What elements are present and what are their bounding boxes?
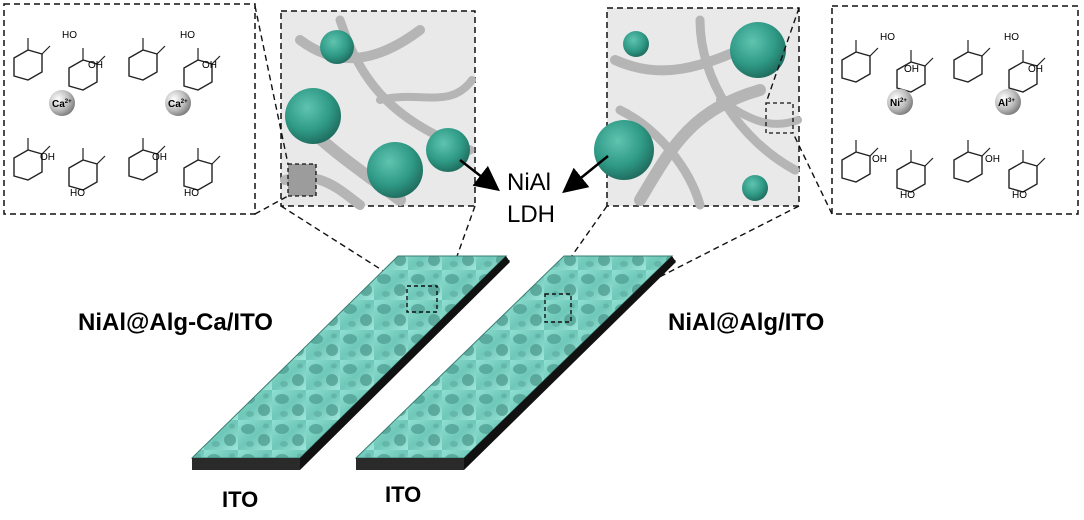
group-oh: OH — [88, 60, 103, 71]
group-oh: OH — [40, 152, 55, 163]
right-ito-slide — [354, 255, 676, 470]
ca-ion-sphere — [49, 90, 75, 116]
group-oh: OH — [985, 154, 1000, 165]
al-ion-label: Al3+ — [998, 98, 1015, 109]
right-structure-panel: HO HO OH OH OH OH HO HO Ni2+ Al3+ — [831, 5, 1079, 215]
left-structure-panel: HO HO OH OH OH OH HO HO Ca2+ Ca2+ — [3, 3, 256, 215]
group-ho: HO — [900, 190, 915, 201]
ito-label-right: ITO — [385, 482, 421, 507]
al-ion-sphere — [995, 89, 1021, 115]
arrow-right-icon — [562, 155, 609, 194]
slide-zoom-marker — [544, 293, 572, 323]
right-slide-label: NiAl@Alg/ITO — [668, 309, 824, 336]
ldh-label-group: NiAl LDH — [459, 155, 609, 228]
group-ho: HO — [180, 30, 195, 41]
ni-ion-sphere — [887, 89, 913, 115]
group-oh: OH — [202, 60, 217, 71]
right-zoom-panel — [594, 7, 802, 210]
slide-zoom-marker — [406, 285, 438, 313]
group-ho: HO — [184, 188, 199, 199]
group-ho: HO — [70, 188, 85, 199]
zoom-region-marker — [765, 102, 794, 134]
group-oh: OH — [152, 152, 167, 163]
group-oh: OH — [904, 64, 919, 75]
group-ho: HO — [1012, 190, 1027, 201]
group-oh: OH — [872, 154, 887, 165]
ldh-label-line2: LDH — [507, 201, 555, 228]
arrow-left-icon — [459, 159, 500, 192]
ldh-particle — [285, 30, 470, 198]
group-ho: HO — [62, 30, 77, 41]
ca-ion-label: Ca2+ — [52, 99, 72, 110]
ca-ion-label: Ca2+ — [168, 99, 188, 110]
ni-ion-label: Ni2+ — [890, 98, 907, 109]
zoom-region-marker — [287, 163, 317, 197]
left-ito-slide — [190, 255, 510, 470]
ldh-label-line1: NiAl — [507, 169, 551, 196]
left-zoom-panel — [280, 10, 476, 210]
ca-ion-sphere — [165, 90, 191, 116]
ito-label-left: ITO — [222, 487, 258, 512]
group-ho: HO — [880, 32, 895, 43]
left-slide-label: NiAl@Alg-Ca/ITO — [78, 309, 273, 336]
group-ho: HO — [1004, 32, 1019, 43]
ldh-particle — [594, 22, 786, 201]
group-oh: OH — [1028, 64, 1043, 75]
